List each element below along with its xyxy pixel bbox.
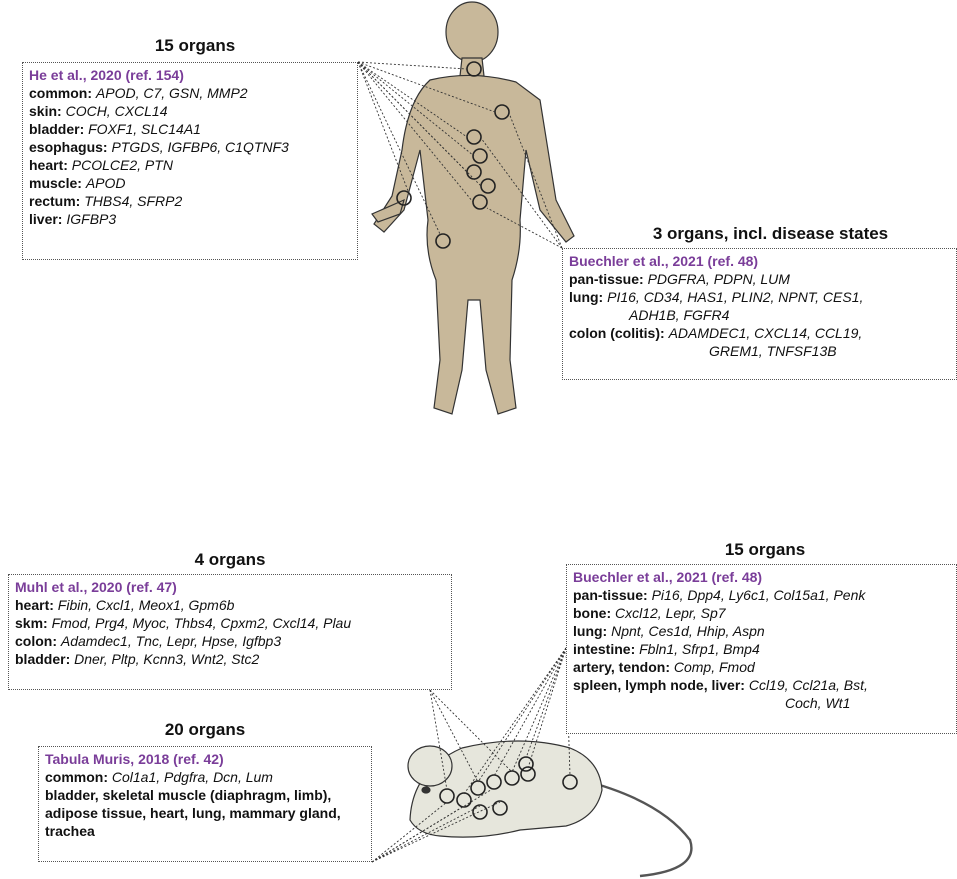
gene-row: liver: IGFBP3 xyxy=(29,210,351,228)
muhl-ref: Muhl et al., 2020 (ref. 47) xyxy=(15,578,445,596)
buechler-mouse-ref: Buechler et al., 2021 (ref. 48) xyxy=(573,568,950,586)
buechler-mouse-box: Buechler et al., 2021 (ref. 48) pan-tiss… xyxy=(566,564,957,734)
human-left-title: 15 organs xyxy=(120,36,270,56)
gene-row: skm: Fmod, Prg4, Myoc, Thbs4, Cpxm2, Cxc… xyxy=(15,614,445,632)
gene-row-continuation: GREM1, TNFSF13B xyxy=(569,342,950,360)
human-left-ref: He et al., 2020 (ref. 154) xyxy=(29,66,351,84)
gene-row: artery, tendon: Comp, Fmod xyxy=(573,658,950,676)
gene-row: bladder: FOXF1, SLC14A1 xyxy=(29,120,351,138)
mouse-ear xyxy=(408,746,452,786)
tabula-ref: Tabula Muris, 2018 (ref. 42) xyxy=(45,750,365,768)
human-right-title: 3 organs, incl. disease states xyxy=(598,224,943,244)
mouse-figure xyxy=(408,741,691,876)
gene-row: esophagus: PTGDS, IGFBP6, C1QTNF3 xyxy=(29,138,351,156)
gene-row: bladder: Dner, Pltp, Kcnn3, Wnt2, Stc2 xyxy=(15,650,445,668)
human-right-ref: Buechler et al., 2021 (ref. 48) xyxy=(569,252,950,270)
muhl-title: 4 organs xyxy=(160,550,300,570)
gene-row: colon: Adamdec1, Tnc, Lepr, Hpse, Igfbp3 xyxy=(15,632,445,650)
gene-row: rectum: THBS4, SFRP2 xyxy=(29,192,351,210)
gene-row: common: APOD, C7, GSN, MMP2 xyxy=(29,84,351,102)
gene-row: muscle: APOD xyxy=(29,174,351,192)
gene-row: heart: PCOLCE2, PTN xyxy=(29,156,351,174)
gene-row: colon (colitis): ADAMDEC1, CXCL14, CCL19… xyxy=(569,324,950,342)
gene-row: pan-tissue: Pi16, Dpp4, Ly6c1, Col15a1, … xyxy=(573,586,950,604)
human-body-figure xyxy=(372,2,574,414)
mouse-eye xyxy=(422,787,430,793)
tabula-organs: bladder, skeletal muscle (diaphragm, lim… xyxy=(45,786,365,840)
gene-row: bone: Cxcl12, Lepr, Sp7 xyxy=(573,604,950,622)
gene-row: pan-tissue: PDGFRA, PDPN, LUM xyxy=(569,270,950,288)
gene-row: lung: Npnt, Ces1d, Hhip, Aspn xyxy=(573,622,950,640)
gene-row: lung: PI16, CD34, HAS1, PLIN2, NPNT, CES… xyxy=(569,288,950,306)
gene-row: heart: Fibin, Cxcl1, Meox1, Gpm6b xyxy=(15,596,445,614)
human-head xyxy=(446,2,498,62)
tabula-title: 20 organs xyxy=(130,720,280,740)
gene-row: skin: COCH, CXCL14 xyxy=(29,102,351,120)
gene-row: intestine: Fbln1, Sfrp1, Bmp4 xyxy=(573,640,950,658)
gene-row: spleen, lymph node, liver: Ccl19, Ccl21a… xyxy=(573,676,950,694)
gene-row-continuation: ADH1B, FGFR4 xyxy=(569,306,950,324)
gene-row-continuation: Coch, Wt1 xyxy=(573,694,950,712)
human-right-box: Buechler et al., 2021 (ref. 48) pan-tiss… xyxy=(562,248,957,380)
tabula-box: Tabula Muris, 2018 (ref. 42) common: Col… xyxy=(38,746,372,862)
human-torso xyxy=(374,75,574,414)
buechler-mouse-title: 15 organs xyxy=(680,540,850,560)
gene-row: common: Col1a1, Pdgfra, Dcn, Lum xyxy=(45,768,365,786)
muhl-box: Muhl et al., 2020 (ref. 47) heart: Fibin… xyxy=(8,574,452,690)
human-left-box: He et al., 2020 (ref. 154) common: APOD,… xyxy=(22,62,358,260)
